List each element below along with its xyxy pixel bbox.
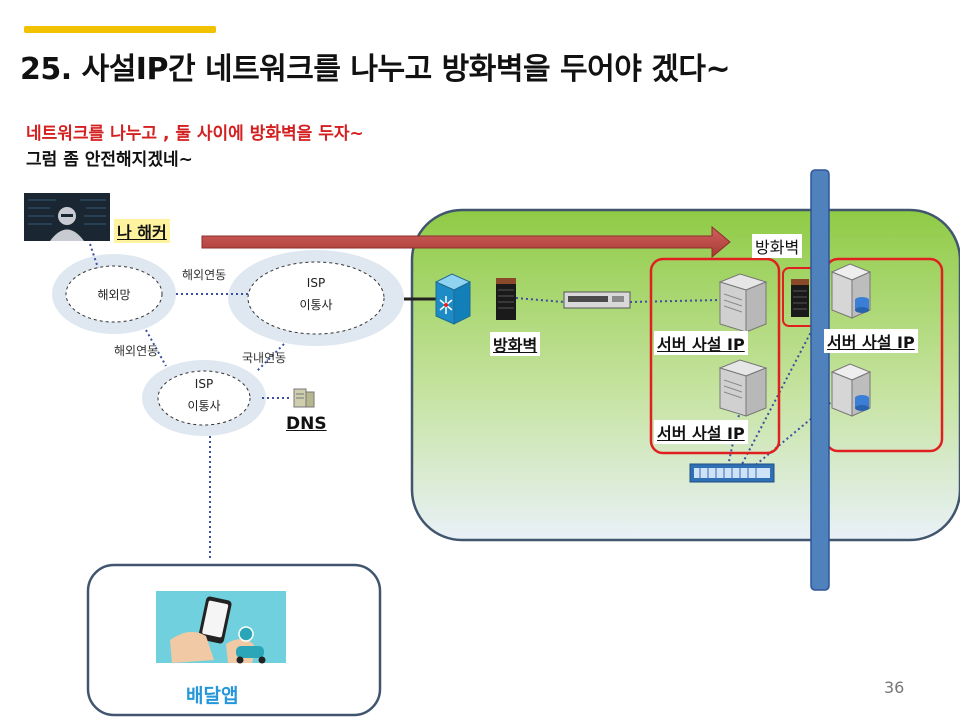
vlan-backbone-bar	[810, 169, 830, 591]
subtitle-black: 그럼 좀 안전해지겠네~	[26, 150, 193, 170]
isp-top-label-1: ISP	[306, 276, 326, 290]
overseas-link-left-label: 해외연동	[114, 344, 159, 358]
server-private-ip-label-2: 서버 사설 IP	[654, 420, 748, 444]
firewall-main-label: 방화벽	[490, 332, 541, 356]
server-icon	[718, 359, 768, 417]
title-accent-bar	[24, 26, 216, 33]
dns-label: DNS	[286, 414, 327, 434]
isp-mid-label-1: ISP	[194, 377, 214, 391]
overseas-net-label: 해외망	[97, 288, 131, 302]
hacker-label: 나 해커	[114, 219, 170, 243]
overseas-link-top-label: 해외연동	[182, 268, 227, 282]
router-icon	[563, 291, 631, 309]
dns-server-icon	[293, 388, 315, 408]
server-segment-1	[649, 257, 781, 455]
firewall-inner-label: 방화벽	[752, 234, 803, 258]
firewall-inner-label-clip: 방화벽	[752, 234, 812, 258]
slide-title: 25. 사설IP간 네트워크를 나누고 방화벽을 두어야 겠다~	[20, 52, 731, 87]
domestic-link-label: 국내연동	[242, 351, 287, 365]
switch-icon	[434, 273, 472, 325]
isp-top-label-2: 이통사	[299, 298, 333, 312]
inner-firewall-icon	[791, 279, 809, 317]
page-number: 36	[884, 678, 905, 697]
database-server-icon	[830, 263, 872, 319]
database-server-icon	[830, 363, 872, 417]
server-icon	[718, 273, 768, 333]
server-private-ip-label-3: 서버 사설 IP	[824, 329, 918, 353]
delivery-app-image	[156, 591, 286, 664]
server-private-ip-label-1: 서버 사설 IP	[654, 331, 748, 355]
delivery-app-label: 배달앱	[186, 685, 239, 707]
subtitle-red: 네트워크를 나누고 , 둘 사이에 방화벽을 두자~	[26, 124, 364, 144]
hacker-image	[24, 193, 110, 241]
segment-switch-icon	[689, 463, 775, 483]
isp-mid-label-2: 이통사	[187, 399, 221, 413]
attack-arrow	[201, 225, 731, 259]
firewall-icon	[496, 278, 516, 320]
